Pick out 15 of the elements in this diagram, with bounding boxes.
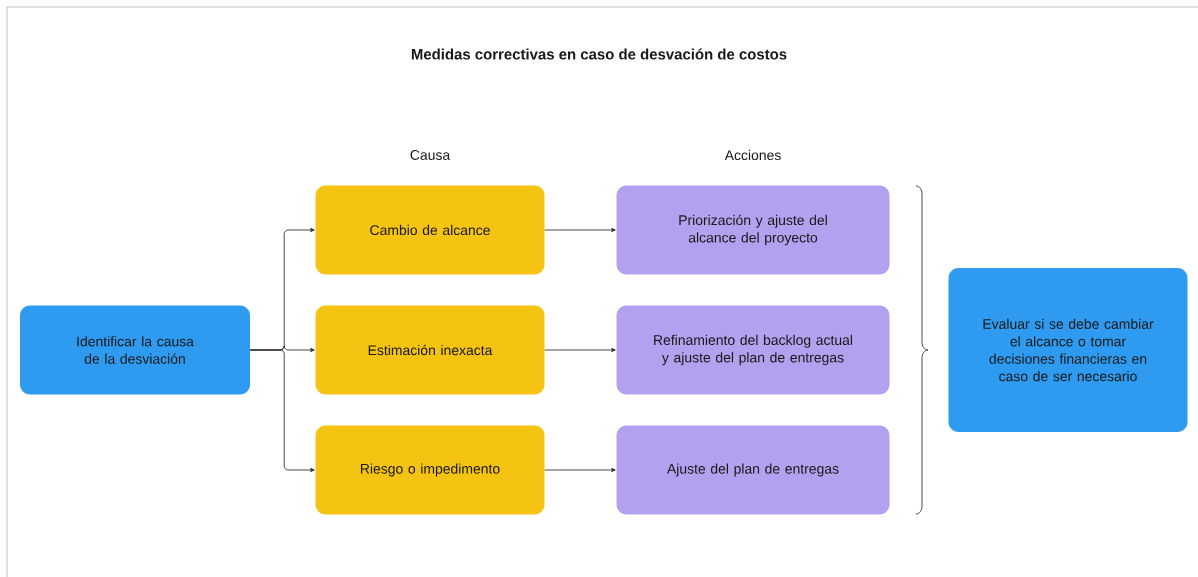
column-heading: Causa xyxy=(410,150,451,160)
cause-box: Estimación inexacta xyxy=(315,305,545,395)
arrow xyxy=(249,349,315,472)
arrow xyxy=(544,468,616,472)
cause-box: Cambio de alcance xyxy=(315,185,545,275)
title: Medidas correctivas en caso de desvación de costos xyxy=(411,48,787,60)
process-box: Identificar la causa de la desviación xyxy=(20,305,250,395)
action-box: Refinamiento del backlog actual y ajuste del plan de entregas xyxy=(616,305,890,395)
cause-box: Riesgo o impedimento xyxy=(315,425,545,515)
action-box: Ajuste del plan de entregas xyxy=(616,425,890,515)
action-box: Priorización y ajuste del alcance del proyecto xyxy=(616,185,890,275)
process-box: Evaluar si se debe cambiar el alcance o tomar decisiones financieras en caso de ser necesario xyxy=(948,268,1188,432)
arrow xyxy=(544,348,616,352)
arrow xyxy=(544,228,616,232)
column-heading: Acciones xyxy=(724,149,781,161)
